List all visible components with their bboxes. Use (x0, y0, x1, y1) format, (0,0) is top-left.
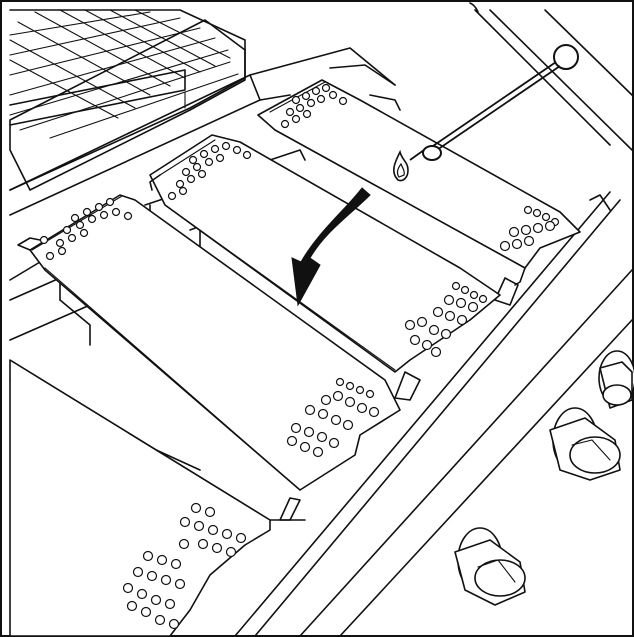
curved-arrow-icon (291, 187, 371, 307)
knob-top (598, 350, 634, 409)
control-knobs (454, 350, 634, 606)
vent-holes (167, 141, 488, 358)
vent-holes (122, 502, 247, 630)
heat-shield-front (17, 194, 401, 491)
knob-bottom[interactable] (454, 527, 526, 606)
flame-icon (393, 149, 409, 182)
heat-shield-middle (149, 134, 501, 373)
knob-middle[interactable] (549, 407, 621, 481)
cooking-grate (9, 9, 246, 191)
heat-shield-lower (9, 359, 271, 637)
lighter-rod-icon (409, 44, 579, 161)
grill-body-front (234, 2, 633, 637)
vent-holes (280, 83, 560, 252)
heat-shield-back (257, 79, 581, 286)
vent-holes (39, 197, 380, 458)
